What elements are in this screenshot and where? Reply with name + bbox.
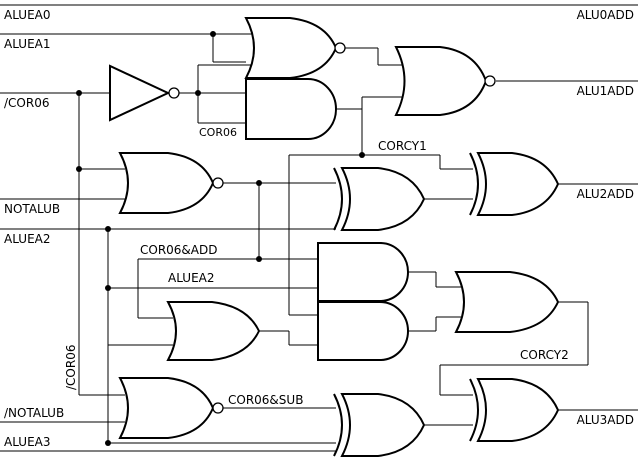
input-label-aluea0: ALUEA0 <box>4 8 51 22</box>
or-gate-3 <box>166 301 261 361</box>
input-label-aluea1: ALUEA1 <box>4 37 51 51</box>
xor-gate-1 <box>333 167 426 231</box>
input-label-cor06: /COR06 <box>4 96 49 110</box>
nor-gate-notalub <box>118 152 224 214</box>
or-gate-4 <box>454 271 560 333</box>
output-label-alu2add: ALU2ADD <box>577 187 634 201</box>
net-label-cor06add: COR06&ADD <box>140 243 217 257</box>
and-gate-2 <box>317 242 409 302</box>
xor-gate-2 <box>469 152 560 216</box>
net-label-cor06: COR06 <box>199 126 237 139</box>
and-gate-3 <box>317 301 409 361</box>
nor-gate-notalub-n <box>118 377 224 439</box>
xor-gate-4 <box>469 378 560 442</box>
net-label-aluea2: ALUEA2 <box>168 271 215 285</box>
and-gate-1 <box>245 78 337 140</box>
output-label-alu1add: ALU1ADD <box>577 84 634 98</box>
net-label-corcy2: CORCY2 <box>520 348 569 362</box>
nor-gate-1 <box>244 17 346 79</box>
net-label-corcy1: CORCY1 <box>378 139 427 153</box>
net-label-cor06sub: COR06&SUB <box>228 393 303 407</box>
output-label-alu3add: ALU3ADD <box>577 413 634 427</box>
xor-gate-3 <box>333 393 426 457</box>
inverter-gate <box>109 64 180 122</box>
input-label-notalub-n: /NOTALUB <box>4 406 64 420</box>
output-label-alu0add: ALU0ADD <box>577 8 634 22</box>
junction-dots <box>76 31 365 446</box>
nor-gate-2 <box>394 46 496 116</box>
wires <box>0 4 638 452</box>
input-label-notalub: NOTALUB <box>4 202 60 216</box>
input-label-aluea2: ALUEA2 <box>4 232 51 246</box>
signal-labels: ALUEA0 ALUEA1 /COR06 NOTALUB ALUEA2 /NOT… <box>4 8 634 449</box>
net-label-cor06-vertical: /COR06 <box>64 345 78 390</box>
input-label-aluea3: ALUEA3 <box>4 435 51 449</box>
